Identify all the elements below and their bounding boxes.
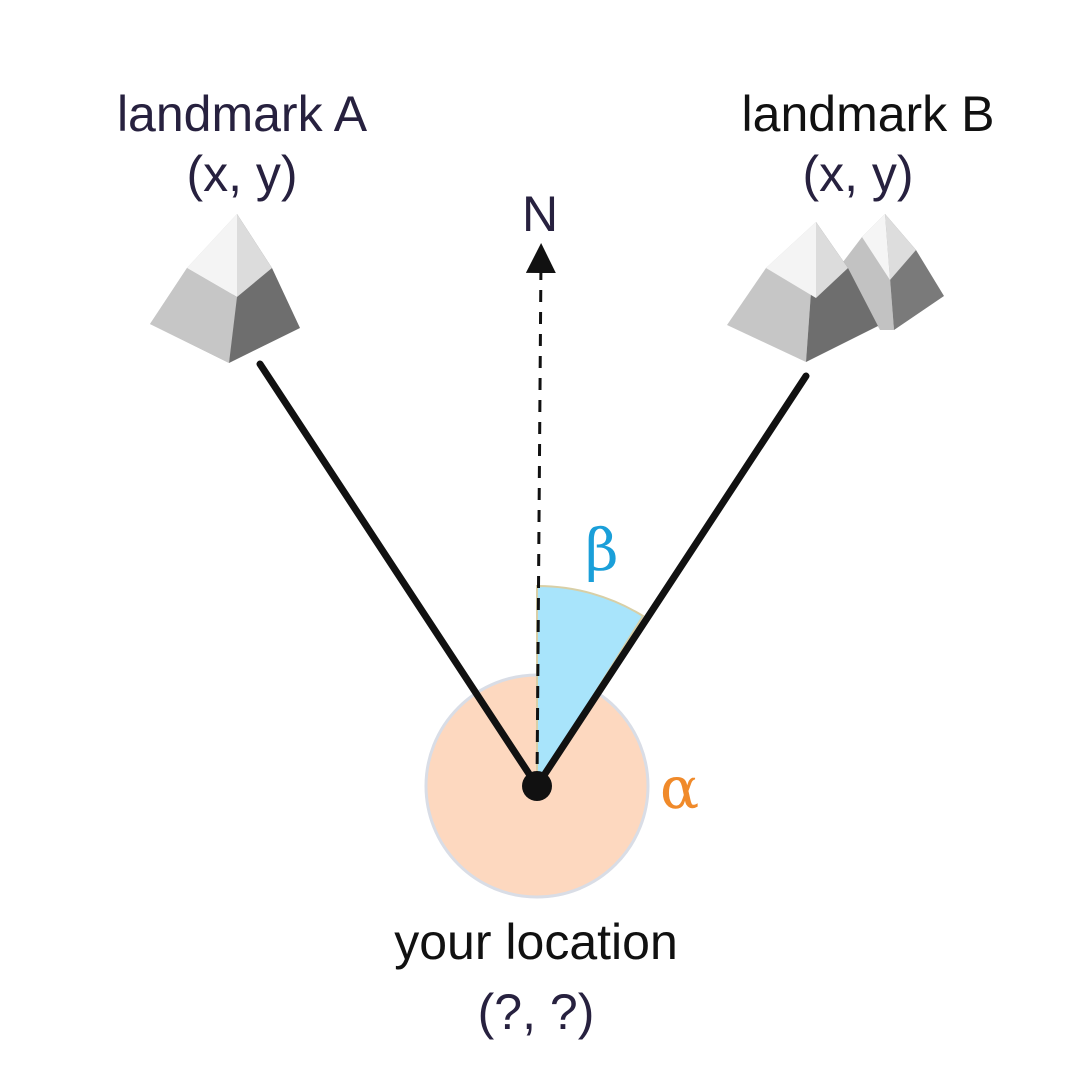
landmark-a-name: landmark A: [116, 86, 368, 142]
sight-line-a: [256, 360, 541, 790]
beta-label: β: [585, 516, 619, 584]
double-mountain-icon: [727, 214, 944, 362]
location-dot: [522, 771, 552, 801]
beta-angle-sector: [536, 584, 645, 790]
landmark-a-coords: (x, y): [186, 146, 298, 202]
north-label: N: [521, 186, 559, 242]
sight-line-b: [533, 372, 810, 790]
mountain-icon: [150, 214, 300, 363]
landmark-b-name: landmark B: [741, 86, 995, 142]
your-location-coords: (?, ?): [477, 984, 595, 1040]
your-location-name: your location: [394, 914, 678, 970]
alpha-label: α: [660, 754, 700, 822]
north-arrow: [525, 243, 556, 787]
landmark-b-coords: (x, y): [802, 146, 914, 202]
